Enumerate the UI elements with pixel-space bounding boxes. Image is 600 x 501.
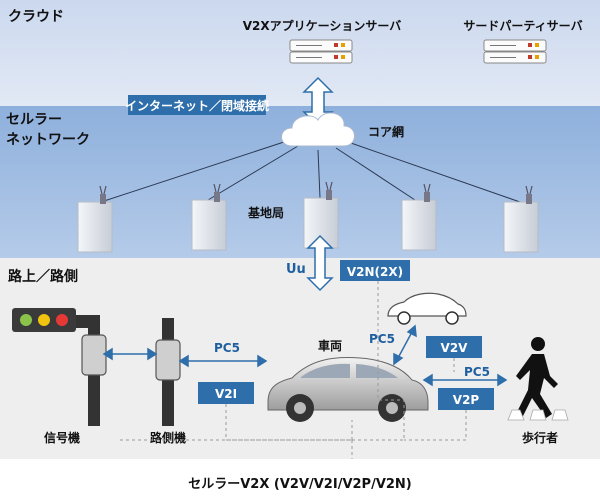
v2p-tag-label: V2P <box>453 393 480 407</box>
pc5-vehicle-arrow <box>393 324 417 366</box>
v2x-app-server-icon <box>289 39 353 64</box>
cellular-zone-label-1: セルラー <box>6 112 62 128</box>
pc5-pedestrian-arrow <box>422 373 508 387</box>
third-party-server-icon <box>483 39 547 64</box>
signal-label: 信号機 <box>44 430 80 445</box>
uu-label: Uu <box>286 262 306 277</box>
internet-link-label: インターネット／閉域接続 <box>125 98 269 113</box>
pc5-infra-label: PC5 <box>214 341 240 355</box>
vehicle-icon <box>267 357 429 422</box>
footer-band <box>0 459 600 501</box>
cellular-zone-label-2: ネットワーク <box>6 132 90 148</box>
v2i-tag <box>198 382 254 404</box>
footer-connectors <box>120 281 467 462</box>
v2v-tag <box>426 336 482 358</box>
base-station-icon <box>401 183 437 251</box>
third-party-server-label: サードパーティサーバ <box>463 19 582 33</box>
pc5-vehicle-label: PC5 <box>369 332 395 346</box>
road-zone-label: 路上／路側 <box>8 268 78 285</box>
base-station-icon <box>503 185 539 253</box>
internet-link-box <box>128 95 266 115</box>
core-network-links <box>97 139 521 204</box>
core-network-cloud-icon <box>281 112 355 147</box>
v2n-tag-label: V2N(2X) <box>347 265 403 279</box>
uu-link-arrow <box>306 234 334 292</box>
roadside-unit-icon <box>155 318 181 426</box>
base-station-label: 基地局 <box>247 205 284 220</box>
other-vehicle-icon <box>387 292 467 325</box>
v2n-tag <box>340 260 410 281</box>
core-network-label: コア網 <box>368 124 404 139</box>
vehicle-label: 車両 <box>318 338 342 353</box>
pedestrian-label: 歩行者 <box>522 430 558 445</box>
pc5-infra-arrow <box>178 354 268 368</box>
pc5-pedestrian-label: PC5 <box>464 365 490 379</box>
footer-label: セルラーV2X (V2V/V2I/V2P/V2N) <box>188 477 412 492</box>
base-station-icon <box>77 185 113 253</box>
v2v-tag-label: V2V <box>441 341 469 355</box>
traffic-signal-icon <box>12 308 107 426</box>
signal-roadside-arrow <box>102 347 158 361</box>
base-station-icon <box>191 183 227 251</box>
v2i-tag-label: V2I <box>215 387 237 401</box>
v2x-app-server-label: V2Xアプリケーションサーバ <box>243 18 402 33</box>
pedestrian-icon <box>507 337 569 421</box>
cloud-zone-label: クラウド <box>8 9 64 25</box>
v2p-tag <box>438 388 494 410</box>
roadside-label: 路側機 <box>150 430 186 445</box>
